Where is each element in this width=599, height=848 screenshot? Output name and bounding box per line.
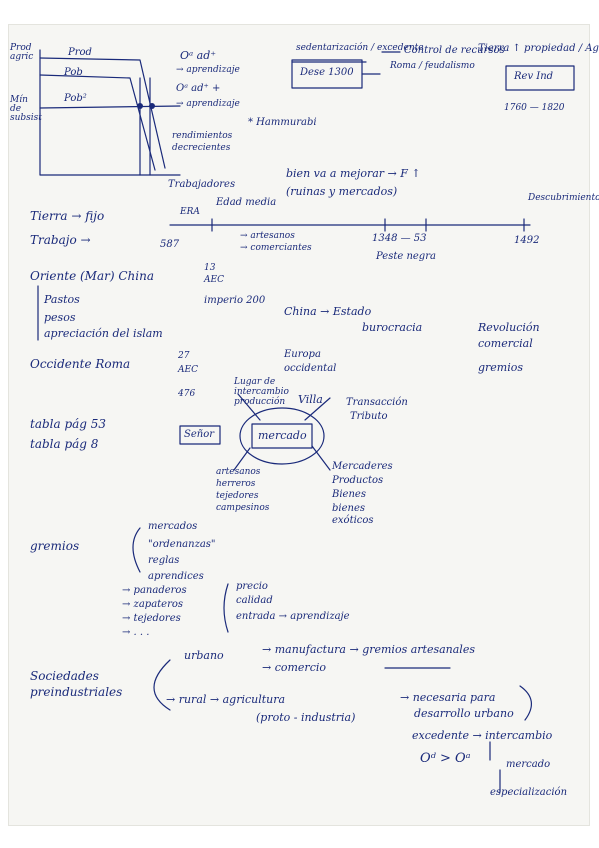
gremios-calidad: calidad — [236, 595, 273, 606]
note-oad-1: Oᵃ ad⁺ — [180, 49, 217, 62]
gremios-arrow-1: → panaderos — [122, 585, 187, 596]
gremios-item-3: reglas — [148, 555, 180, 566]
diagram-productos: Productos — [332, 475, 384, 486]
oriente-year: 13 — [204, 263, 216, 273]
descubrimiento-label: Descubrimiento — [528, 193, 599, 203]
gremios-item-4: aprendices — [148, 571, 204, 582]
sociedades-2: preindustriales — [30, 685, 123, 699]
rural-line: → rural → agricultura — [166, 693, 286, 706]
proto-industria: (proto - industria) — [256, 711, 356, 724]
trabajo-label: Trabajo → — [30, 233, 91, 247]
rendimientos-label: rendimientos — [172, 131, 233, 141]
hammurabi-note: * Hammurabi — [248, 117, 317, 128]
gremios-entrada: entrada → aprendizaje — [236, 611, 350, 622]
ruinas-mercados: (ruinas y mercados) — [286, 185, 398, 198]
year-587: 587 — [160, 239, 180, 250]
control-recursos: Control de recursos — [404, 45, 505, 56]
gremios-title: gremios — [30, 539, 80, 553]
gremios-right: gremios — [478, 361, 524, 374]
artesanos-arrow: → artesanos — [240, 231, 295, 241]
diagram-campesinos: campesinos — [216, 503, 270, 513]
rev-ind-dates: 1760 — 1820 — [504, 103, 565, 113]
imperio-200: imperio 200 — [204, 295, 266, 306]
curve-pob2-label: Pob² — [64, 93, 87, 104]
graph-x-label: Trabajadores — [168, 179, 236, 190]
diagram-artesanos: artesanos — [216, 467, 261, 477]
note-oad-2: → aprendizaje — [176, 65, 240, 75]
oriente-islam: apreciación del islam — [44, 327, 163, 340]
curve-pob-label: Pob — [64, 67, 83, 78]
curve-prod-label: Prod — [68, 47, 92, 58]
bien-mejorar: bien va a mejorar → F ↑ — [286, 167, 421, 180]
roma-feudalismo: Roma / feudalismo — [390, 61, 475, 71]
decrecientes-label: decrecientes — [172, 143, 231, 153]
diagram-tejedores: tejedores — [216, 491, 259, 501]
comercial: comercial — [478, 337, 533, 350]
comercio-line: → comercio — [262, 661, 326, 674]
gremios-precio: precio — [236, 581, 268, 592]
china-estado: China → Estado — [284, 305, 372, 318]
burocracia: burocracia — [362, 321, 423, 334]
occidente-476: 476 — [178, 389, 196, 399]
diagram-top-left-3: producción — [234, 397, 286, 407]
occidente-title: Occidente Roma — [30, 357, 131, 371]
necesaria-para: → necesaria para — [400, 691, 496, 704]
gremios-arrow-2: → zapateros — [122, 599, 184, 610]
gremios-item-1: mercados — [148, 521, 198, 532]
od-oa: Oᵈ > Oᵃ — [420, 751, 471, 766]
notebook-page — [8, 24, 590, 826]
note-oad-4: → aprendizaje — [176, 99, 240, 109]
sociedades-1: Sociedades — [30, 669, 99, 683]
excedente-intercambio: excedente → intercambio — [412, 729, 553, 742]
edad-media-label: Edad media — [216, 197, 277, 208]
peste-negra: Peste negra — [376, 251, 436, 262]
box-rev-ind: Rev Ind — [514, 71, 554, 82]
tierra-propiedad: Tierra ↑ propiedad / Agua — [478, 43, 599, 54]
oriente-aec: AEC — [204, 275, 224, 285]
oriente-pastos: Pastos — [44, 293, 80, 306]
occidente-year: 27 — [178, 351, 190, 361]
europa: Europa — [284, 349, 321, 360]
tabla-53: tabla pág 53 — [30, 417, 107, 431]
tributo-label: Tributo — [350, 411, 388, 422]
desarrollo-urbano: desarrollo urbano — [414, 707, 514, 720]
diagram-top-left-1: Lugar de — [234, 377, 276, 387]
urbano-label: urbano — [184, 649, 224, 662]
revolucion: Revolución — [478, 321, 540, 334]
gremios-arrow-3: → tejedores — [122, 613, 181, 624]
diagram-top-left-2: intercambio — [234, 387, 289, 397]
oriente-title: Oriente (Mar) China — [30, 269, 154, 283]
diagram-mercaderes: Mercaderes — [332, 461, 393, 472]
year-1348: 1348 — 53 — [372, 233, 427, 244]
villa-label: Villa — [298, 393, 323, 406]
diagram-bienes: Bienes — [332, 489, 366, 500]
tierra-fijo: Tierra → fijo — [30, 209, 105, 223]
oriente-pesos: pesos — [44, 311, 76, 324]
gremios-arrow-4: → . . . — [122, 627, 150, 638]
comerciantes-arrow: → comerciantes — [240, 243, 312, 253]
note-oad-3: Oᵃ ad⁺ + — [176, 83, 221, 94]
tabla-8: tabla pág 8 — [30, 437, 99, 451]
transaccion-label: Transacción — [346, 397, 408, 408]
occidente-aec: AEC — [178, 365, 198, 375]
diagram-bienes-ex: bienes — [332, 503, 366, 514]
sedentarizacion-label: sedentarización / excedente — [296, 43, 424, 53]
occidental: occidental — [284, 363, 337, 374]
senor-box: Señor — [184, 429, 215, 440]
era-label: ERA — [180, 207, 200, 217]
mercado-bottom: mercado — [506, 759, 551, 770]
diagram-herreros: herreros — [216, 479, 256, 489]
diagram-exoticos: exóticos — [332, 515, 374, 526]
especializacion: especialización — [490, 787, 568, 798]
mercado-box: mercado — [258, 429, 307, 442]
year-1492: 1492 — [514, 235, 540, 246]
gremios-item-2: "ordenanzas" — [148, 539, 216, 550]
box-dese: Dese 1300 — [300, 67, 354, 78]
manufactura-line: → manufactura → gremios artesanales — [262, 643, 475, 656]
